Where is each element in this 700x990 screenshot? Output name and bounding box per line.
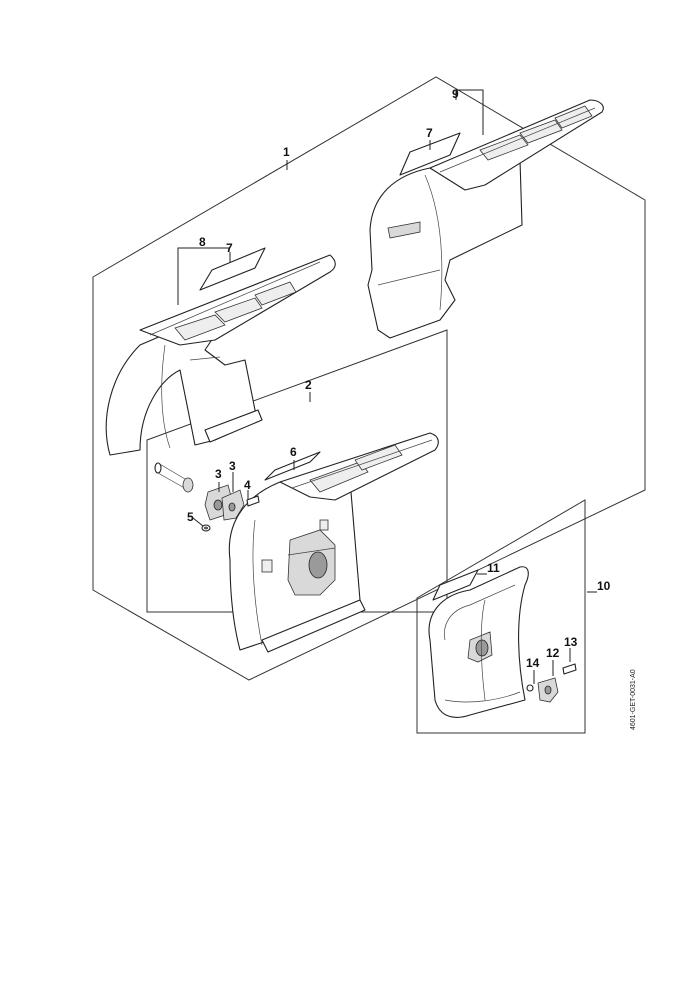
- callout-12: 12: [546, 646, 560, 660]
- callout-7-right: 7: [426, 126, 433, 140]
- callout-1: 1: [283, 145, 290, 159]
- decal-6: [264, 451, 321, 481]
- callout-7-left: 7: [226, 241, 233, 255]
- assembly-1-frame: [92, 76, 646, 681]
- decal-11: [432, 569, 479, 601]
- guard-half-left: [105, 254, 336, 456]
- callout-2: 2: [305, 378, 312, 392]
- callout-4: 4: [244, 478, 251, 492]
- guard-lower: [228, 432, 439, 653]
- callout-11: 11: [487, 561, 500, 575]
- callout-5: 5: [187, 510, 194, 524]
- callout-13: 13: [564, 635, 578, 649]
- leader-lines: [177, 89, 597, 684]
- callout-3-left: 3: [215, 467, 222, 481]
- decal-7-left: [199, 247, 266, 291]
- callout-6: 6: [290, 445, 297, 459]
- callout-8: 8: [199, 235, 206, 249]
- assembly-10-frame: [416, 499, 586, 734]
- deflector-plate: [428, 566, 577, 718]
- clamp-hardware: [154, 462, 260, 532]
- callout-9: 9: [452, 87, 459, 101]
- guard-half-right: [367, 99, 604, 339]
- callout-10: 10: [597, 579, 611, 593]
- callout-3-right: 3: [229, 459, 236, 473]
- callout-14: 14: [526, 656, 540, 670]
- document-id: 4601-GET-0031-A0: [630, 669, 637, 730]
- decal-7-right: [399, 132, 461, 176]
